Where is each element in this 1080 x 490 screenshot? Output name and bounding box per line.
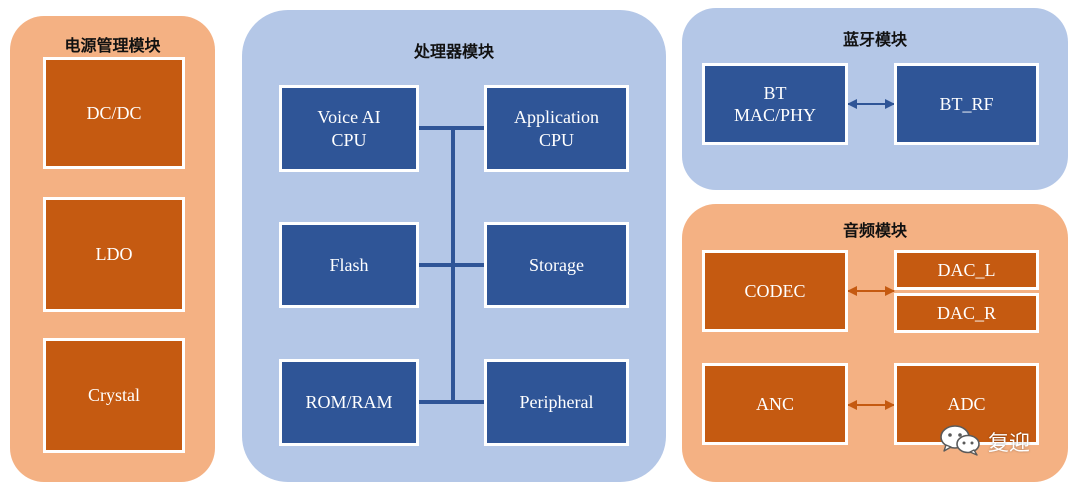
bluetooth-module-title: 蓝牙模块 [842, 30, 907, 49]
flash-block: Flash [279, 222, 419, 308]
peripheral-block: Peripheral [484, 359, 629, 446]
storage-block: Storage [484, 222, 629, 308]
codec-block: CODEC [702, 250, 848, 332]
processor-module-title: 处理器模块 [413, 42, 494, 61]
rom-ram-block: ROM/RAM [279, 359, 419, 446]
dac-r-block: DAC_R [894, 293, 1039, 333]
crystal-block: Crystal [43, 338, 185, 453]
voice-ai-cpu-block: Voice AI CPU [279, 85, 419, 172]
audio-module-title: 音频模块 [842, 221, 907, 240]
watermark-text: 复迎 [988, 431, 1030, 455]
watermark: 复迎 [938, 423, 1030, 461]
dcdc-block: DC/DC [43, 57, 185, 169]
anc-block: ANC [702, 363, 848, 445]
ldo-block: LDO [43, 197, 185, 312]
bt-mac-phy-block: BT MAC/PHY [702, 63, 848, 145]
application-cpu-block: Application CPU [484, 85, 629, 172]
power-module-title: 电源管理模块 [64, 36, 161, 55]
dac-l-block: DAC_L [894, 250, 1039, 290]
wechat-icon [938, 423, 984, 461]
bt-rf-block: BT_RF [894, 63, 1039, 145]
